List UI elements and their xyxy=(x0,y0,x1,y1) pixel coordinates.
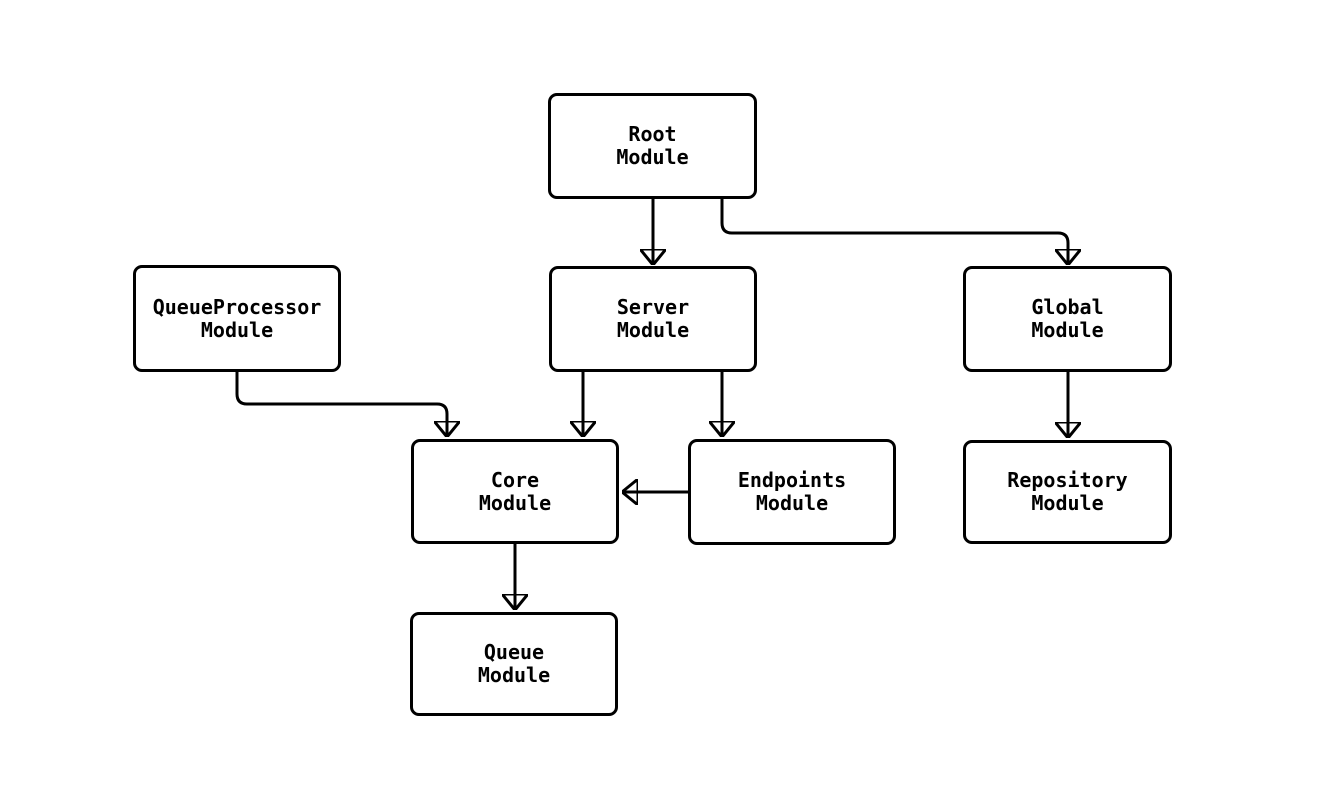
node-label-line2: Module xyxy=(477,663,551,687)
node-endpoints-module: Endpoints Module xyxy=(688,439,896,545)
node-label-line1: Queue xyxy=(483,640,545,664)
node-label-line1: Server xyxy=(616,295,690,319)
edge-root-to-global xyxy=(720,198,1068,264)
node-label-line2: Module xyxy=(616,318,690,342)
node-label-line1: Root xyxy=(628,122,677,146)
edge-queueprocessor-to-core xyxy=(235,372,447,436)
node-label-line2: Module xyxy=(478,490,552,515)
node-label-line1: Core xyxy=(490,467,540,492)
node-label-line1: QueueProcessor xyxy=(152,294,322,319)
node-core-module: Core Module xyxy=(411,439,619,544)
node-label-line1: Endpoints xyxy=(737,468,847,492)
node-queue-module: Queue Module xyxy=(410,612,618,716)
node-global-module: Global Module xyxy=(963,266,1172,372)
node-label-line2: Module xyxy=(616,145,689,169)
node-label-line1: Repository xyxy=(1007,468,1128,492)
node-label-line2: Module xyxy=(755,491,829,515)
node-label-line2: Module xyxy=(200,317,274,342)
node-queueprocessor-module: QueueProcessor Module xyxy=(133,265,341,372)
node-label-line1: Global xyxy=(1031,295,1104,319)
node-repository-module: Repository Module xyxy=(963,440,1172,544)
node-label-line2: Module xyxy=(1031,491,1104,515)
node-root-module: Root Module xyxy=(548,93,757,199)
node-label-line2: Module xyxy=(1031,318,1104,342)
node-server-module: Server Module xyxy=(549,266,757,372)
